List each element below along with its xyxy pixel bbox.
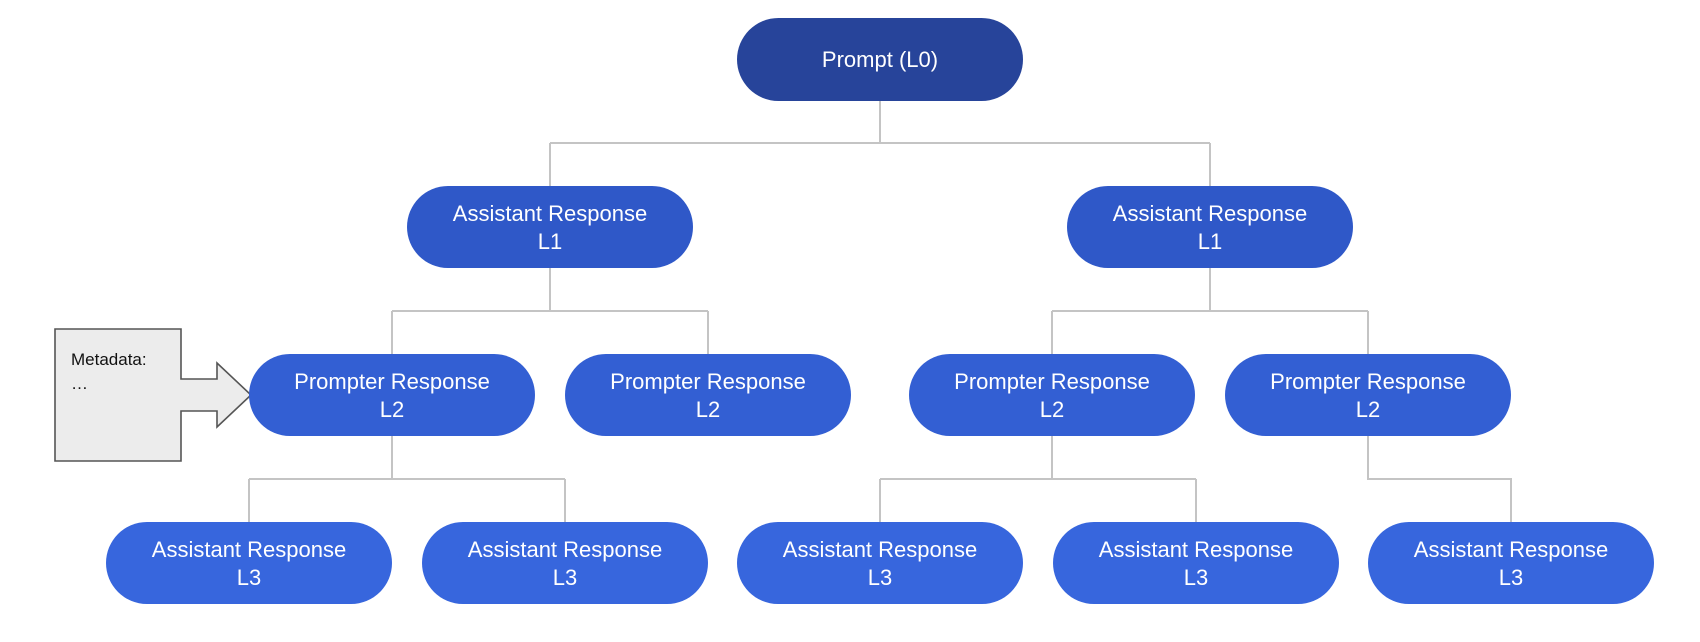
node-prompter-response-l2-2[interactable]: Prompter Response L2: [565, 354, 851, 436]
node-level: L2: [1356, 397, 1380, 422]
node-label: Prompter Response: [610, 369, 806, 394]
callout-label: Metadata:: [71, 350, 147, 369]
node-label: Prompter Response: [954, 369, 1150, 394]
node-label: Assistant Response: [468, 537, 662, 562]
connector-l2d-to-l3: [1367, 436, 1512, 522]
node-assistant-response-l3-4[interactable]: Assistant Response L3: [1053, 522, 1339, 604]
node-assistant-response-l3-2[interactable]: Assistant Response L3: [422, 522, 708, 604]
node-label: Assistant Response: [1113, 201, 1307, 226]
node-level: L2: [380, 397, 404, 422]
node-label: Prompt (L0): [822, 47, 938, 72]
node-label: Assistant Response: [1099, 537, 1293, 562]
node-assistant-response-l3-3[interactable]: Assistant Response L3: [737, 522, 1023, 604]
node-prompter-response-l2-1[interactable]: Prompter Response L2: [249, 354, 535, 436]
callout-arrow-shape: [54, 328, 253, 462]
connector-l2a-to-l3: [248, 436, 566, 522]
node-level: L3: [237, 565, 261, 590]
node-label: Prompter Response: [1270, 369, 1466, 394]
node-label: Assistant Response: [1414, 537, 1608, 562]
node-prompt-l0[interactable]: Prompt (L0): [737, 18, 1023, 101]
node-level: L2: [1040, 397, 1064, 422]
metadata-callout: Metadata: …: [54, 328, 253, 462]
node-label: Assistant Response: [783, 537, 977, 562]
node-assistant-response-l3-1[interactable]: Assistant Response L3: [106, 522, 392, 604]
connector-l2c-to-l3: [879, 436, 1197, 522]
node-assistant-response-l1-left[interactable]: Assistant Response L1: [407, 186, 693, 268]
node-prompter-response-l2-4[interactable]: Prompter Response L2: [1225, 354, 1511, 436]
node-level: L3: [1184, 565, 1208, 590]
node-level: L3: [553, 565, 577, 590]
node-level: L3: [1499, 565, 1523, 590]
node-level: L2: [696, 397, 720, 422]
node-level: L3: [868, 565, 892, 590]
node-label: Prompter Response: [294, 369, 490, 394]
connector-left-l1-to-l2: [391, 268, 709, 354]
connectors: [248, 101, 1512, 522]
node-label: Assistant Response: [453, 201, 647, 226]
node-level: L1: [1198, 229, 1222, 254]
node-label: Assistant Response: [152, 537, 346, 562]
connector-right-l1-to-l2: [1051, 268, 1369, 354]
node-prompter-response-l2-3[interactable]: Prompter Response L2: [909, 354, 1195, 436]
node-assistant-response-l3-5[interactable]: Assistant Response L3: [1368, 522, 1654, 604]
callout-ellipsis: …: [71, 374, 88, 393]
connector-root-to-level1: [549, 101, 1211, 186]
node-level: L1: [538, 229, 562, 254]
node-assistant-response-l1-right[interactable]: Assistant Response L1: [1067, 186, 1353, 268]
